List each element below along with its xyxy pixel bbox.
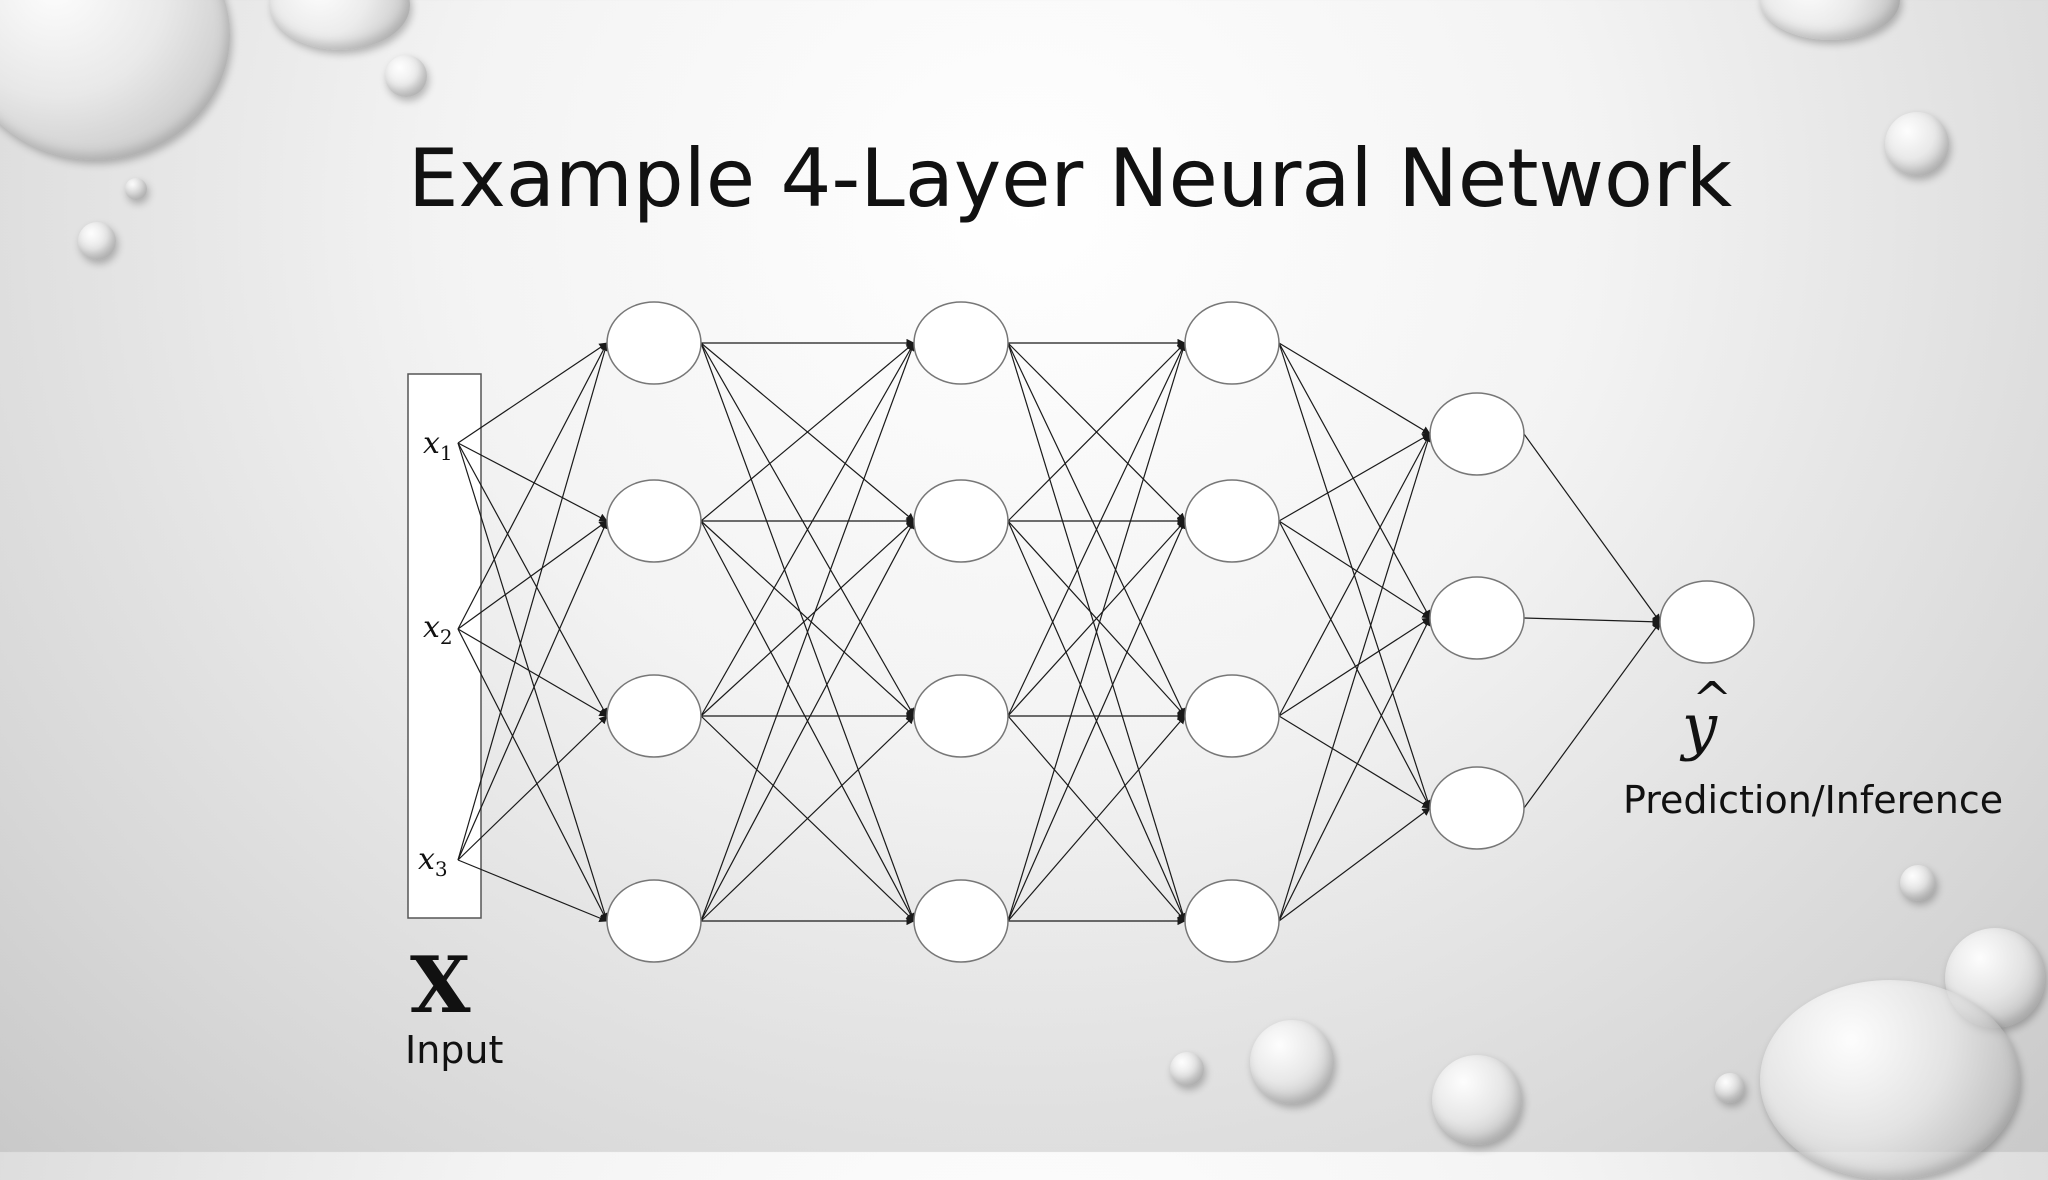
output-symbol: y xyxy=(1682,690,1718,763)
edge-l1-n3-to-n0 xyxy=(700,342,916,922)
edge-l0-n2-to-n1 xyxy=(457,520,608,861)
edge-l4-n2-to-n0 xyxy=(1523,621,1661,809)
edge-l3-n2-to-n1 xyxy=(1278,617,1431,717)
neuron-nodes xyxy=(606,301,1755,963)
edge-l1-n2-to-n0 xyxy=(700,342,915,717)
output-caption: Prediction/Inference xyxy=(1623,778,2004,822)
output-hat-symbol: ^ xyxy=(1692,672,1733,728)
hidden-layer-3-node-4 xyxy=(1184,879,1280,963)
input-vector-box xyxy=(407,373,482,919)
edge-l2-n2-to-n1 xyxy=(1007,520,1186,717)
edge-l0-n0-to-n0 xyxy=(457,342,608,444)
edge-l3-n3-to-n0 xyxy=(1278,433,1432,922)
droplet-decoration xyxy=(125,178,147,200)
edge-l0-n2-to-n3 xyxy=(457,859,608,923)
edge-l3-n2-to-n2 xyxy=(1278,715,1431,809)
hidden-layer-2-node-1 xyxy=(913,301,1009,385)
hidden-layer-1-node-2 xyxy=(606,479,702,563)
hidden-layer-1-node-4 xyxy=(606,879,702,963)
connection-edges xyxy=(457,338,1661,926)
hidden-layer-2-node-3 xyxy=(913,674,1009,758)
edge-l3-n2-to-n0 xyxy=(1278,433,1431,717)
edge-l0-n0-to-n2 xyxy=(457,442,608,717)
hidden-layer-2-node-2 xyxy=(913,479,1009,563)
droplet-decoration xyxy=(385,55,427,97)
edge-l4-n0-to-n0 xyxy=(1523,433,1661,623)
hidden-layer-3-node-2 xyxy=(1184,479,1280,563)
edge-l0-n1-to-n1 xyxy=(457,520,608,630)
edge-l1-n3-to-n1 xyxy=(700,520,915,922)
edge-l2-n3-to-n1 xyxy=(1007,520,1186,922)
input-matrix-symbol: X xyxy=(410,940,471,1031)
hidden-layer-2-node-4 xyxy=(913,879,1009,963)
edge-l0-n2-to-n2 xyxy=(457,715,608,861)
edge-l0-n1-to-n0 xyxy=(457,342,608,630)
edge-l2-n1-to-n0 xyxy=(1007,342,1186,522)
edge-l2-n3-to-n2 xyxy=(1007,715,1186,922)
slide-title: Example 4-Layer Neural Network xyxy=(408,132,1733,225)
droplet-decoration xyxy=(78,222,116,260)
edge-l3-n1-to-n1 xyxy=(1278,520,1431,619)
edge-l3-n3-to-n1 xyxy=(1278,617,1431,922)
input-variable-x2: x2 xyxy=(423,610,453,649)
edge-l3-n1-to-n0 xyxy=(1278,433,1431,522)
edge-l3-n1-to-n2 xyxy=(1278,520,1431,809)
output-node xyxy=(1659,580,1755,664)
edge-l3-n0-to-n0 xyxy=(1278,342,1431,435)
droplet-decoration xyxy=(1900,865,1936,901)
droplet-decoration xyxy=(1885,112,1949,176)
droplet-decoration xyxy=(1432,1055,1522,1145)
input-caption: Input xyxy=(405,1028,504,1072)
edge-l4-n1-to-n0 xyxy=(1523,617,1661,626)
edge-l2-n3-to-n0 xyxy=(1007,342,1187,922)
input-variable-x1: x1 xyxy=(423,426,453,465)
edge-l0-n0-to-n1 xyxy=(457,442,608,522)
hidden-layer-4-node-2 xyxy=(1429,576,1525,660)
edge-l0-n0-to-n3 xyxy=(457,442,609,922)
hidden-layer-1-node-3 xyxy=(606,674,702,758)
hidden-layer-1-node-1 xyxy=(606,301,702,385)
input-variable-x3: x3 xyxy=(418,842,448,881)
edge-l1-n2-to-n1 xyxy=(700,520,915,717)
edge-l1-n1-to-n0 xyxy=(700,342,915,522)
edge-l3-n0-to-n1 xyxy=(1278,342,1431,619)
droplet-decoration xyxy=(1250,1020,1334,1104)
droplet-decoration xyxy=(1715,1073,1745,1103)
neural-network-diagram xyxy=(407,301,1755,963)
edge-l2-n2-to-n0 xyxy=(1007,342,1186,717)
edge-l0-n1-to-n2 xyxy=(457,628,608,717)
hidden-layer-3-node-1 xyxy=(1184,301,1280,385)
hidden-layer-4-node-3 xyxy=(1429,766,1525,850)
edge-l0-n1-to-n3 xyxy=(457,628,608,922)
edge-l3-n3-to-n2 xyxy=(1278,807,1431,922)
edge-l1-n3-to-n2 xyxy=(700,715,915,922)
droplet-decoration xyxy=(1170,1052,1204,1086)
hidden-layer-4-node-1 xyxy=(1429,392,1525,476)
droplet-decoration xyxy=(1760,980,2020,1180)
edge-l0-n2-to-n0 xyxy=(457,342,609,861)
hidden-layer-3-node-3 xyxy=(1184,674,1280,758)
